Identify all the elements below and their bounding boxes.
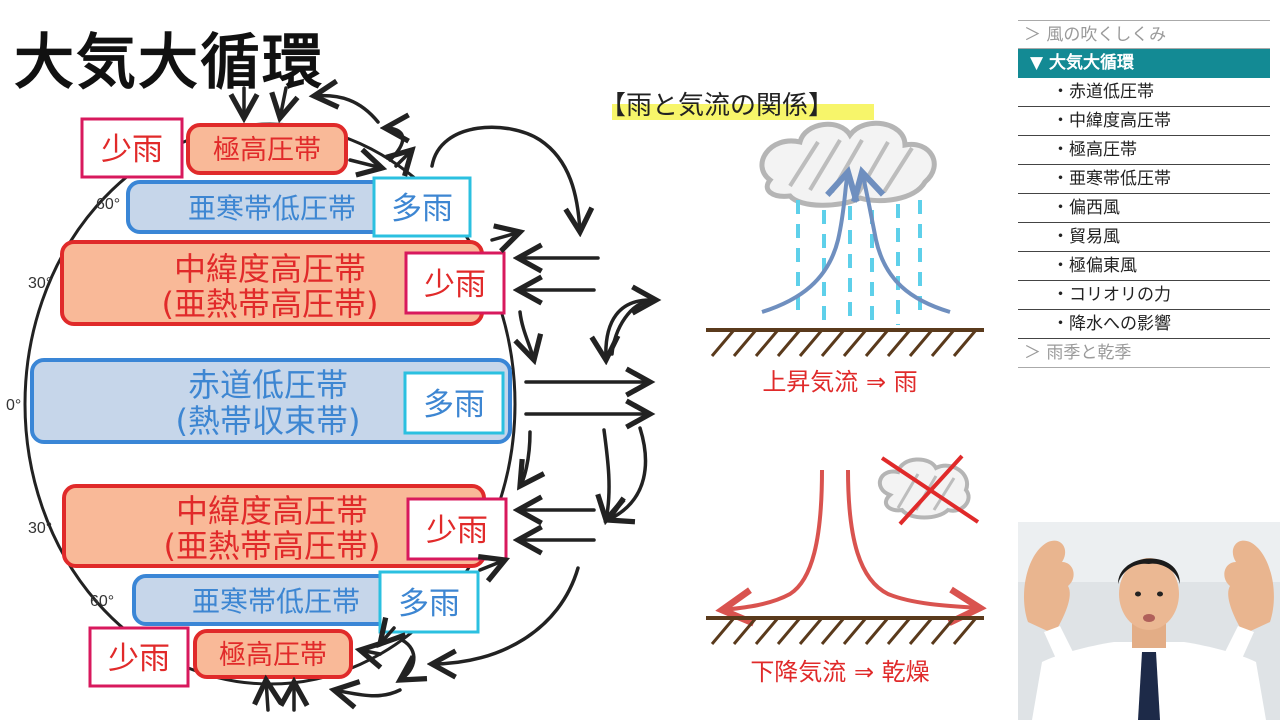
lat-60-south: 60°	[90, 593, 114, 610]
svg-text:少雨: 少雨	[426, 513, 488, 549]
svg-text:多雨: 多雨	[423, 387, 485, 423]
equatorial-low-line1: 赤道低圧帯	[188, 366, 348, 404]
svg-text:多雨: 多雨	[391, 191, 453, 227]
toc-item-subtropical-high[interactable]: ・中緯度高圧帯	[1018, 107, 1270, 136]
circulation-arrows	[244, 88, 656, 712]
presenter-illustration	[1018, 522, 1280, 720]
polar-high-south: 極高圧帯	[193, 629, 353, 679]
subtropical-high-north-line1: 中緯度高圧帯	[174, 250, 366, 288]
lat-30-north: 30°	[28, 275, 52, 292]
toc-item-precipitation[interactable]: ・降水への影響	[1018, 310, 1270, 339]
toc-item-polar-easterlies[interactable]: ・極偏東風	[1018, 252, 1270, 281]
subtropical-high-south: 中緯度高圧帯 (亜熱帯高圧帯)	[62, 484, 486, 568]
toc-item-coriolis[interactable]: ・コリオリの力	[1018, 281, 1270, 310]
subpolar-low-north-label: 亜寒帯低圧帯	[188, 192, 356, 225]
polar-high-south-label: 極高圧帯	[219, 640, 327, 671]
svg-text:少雨: 少雨	[101, 132, 163, 168]
lat-0: 0°	[6, 397, 21, 414]
svg-text:多雨: 多雨	[398, 586, 460, 622]
subtropical-high-south-line2: (亜熱帯高圧帯)	[164, 527, 381, 565]
polar-high-north: 極高圧帯	[186, 123, 348, 175]
updraft-caption: 上昇気流 ⇒ 雨	[762, 368, 917, 396]
lat-30-south: 30°	[28, 520, 52, 537]
toc-item-polar-high[interactable]: ・極高圧帯	[1018, 136, 1270, 165]
subtropical-high-south-line1: 中緯度高圧帯	[176, 492, 368, 530]
equatorial-low-line2: (熱帯収束帯)	[176, 402, 361, 440]
toc-item-trade-winds[interactable]: ・貿易風	[1018, 223, 1270, 252]
toc-item-general-circulation[interactable]: ▼ 大気大循環	[1018, 49, 1270, 78]
rain-label-subpolar-north: 多雨	[372, 176, 472, 238]
subtropical-high-north: 中緯度高圧帯 (亜熱帯高圧帯)	[60, 240, 484, 326]
toc-item-subpolar-low[interactable]: ・亜寒帯低圧帯	[1018, 165, 1270, 194]
toc-item-rainy-dry-seasons[interactable]: ＞ 雨季と乾季	[1018, 339, 1270, 368]
polar-high-north-label: 極高圧帯	[213, 135, 321, 166]
downdraft-diagram: 下降気流 ⇒ 乾燥	[706, 454, 984, 686]
subpolar-low-south: 亜寒帯低圧帯	[132, 574, 402, 626]
rain-label-equatorial: 多雨	[403, 371, 505, 435]
toc-sidebar: ＞ 風の吹くしくみ ▼ 大気大循環 ・赤道低圧帯 ・中緯度高圧帯 ・極高圧帯 ・…	[1018, 20, 1270, 368]
subpolar-low-south-label: 亜寒帯低圧帯	[192, 585, 360, 618]
latitude-labels: 60° 30° 0° 30° 60°	[6, 196, 120, 610]
subpolar-low-north: 亜寒帯低圧帯	[126, 180, 400, 234]
subtropical-high-north-line2: (亜熱帯高圧帯)	[162, 285, 379, 323]
rain-label-subtropical-north: 少雨	[404, 251, 506, 315]
rain-label-polar-north: 少雨	[80, 117, 184, 179]
toc-item-equatorial-low[interactable]: ・赤道低圧帯	[1018, 78, 1270, 107]
downdraft-caption: 下降気流 ⇒ 乾燥	[750, 658, 929, 686]
updraft-diagram: 上昇気流 ⇒ 雨	[706, 120, 984, 396]
rain-airflow-heading: 【雨と気流の関係】	[600, 91, 834, 121]
svg-text:少雨: 少雨	[108, 641, 170, 677]
presenter-video	[1018, 522, 1280, 720]
lat-60-north: 60°	[96, 196, 120, 213]
toc-item-wind-mechanism[interactable]: ＞ 風の吹くしくみ	[1018, 20, 1270, 49]
svg-text:少雨: 少雨	[424, 267, 486, 303]
rain-airflow-section: 【雨と気流の関係】	[600, 91, 984, 686]
equatorial-low: 赤道低圧帯 (熱帯収束帯)	[30, 358, 512, 444]
rain-label-subpolar-south: 多雨	[378, 570, 480, 634]
page-title: 大気大循環	[14, 28, 324, 98]
toc-item-westerlies[interactable]: ・偏西風	[1018, 194, 1270, 223]
rain-label-subtropical-south: 少雨	[406, 497, 508, 561]
rain-label-polar-south: 少雨	[88, 626, 190, 688]
